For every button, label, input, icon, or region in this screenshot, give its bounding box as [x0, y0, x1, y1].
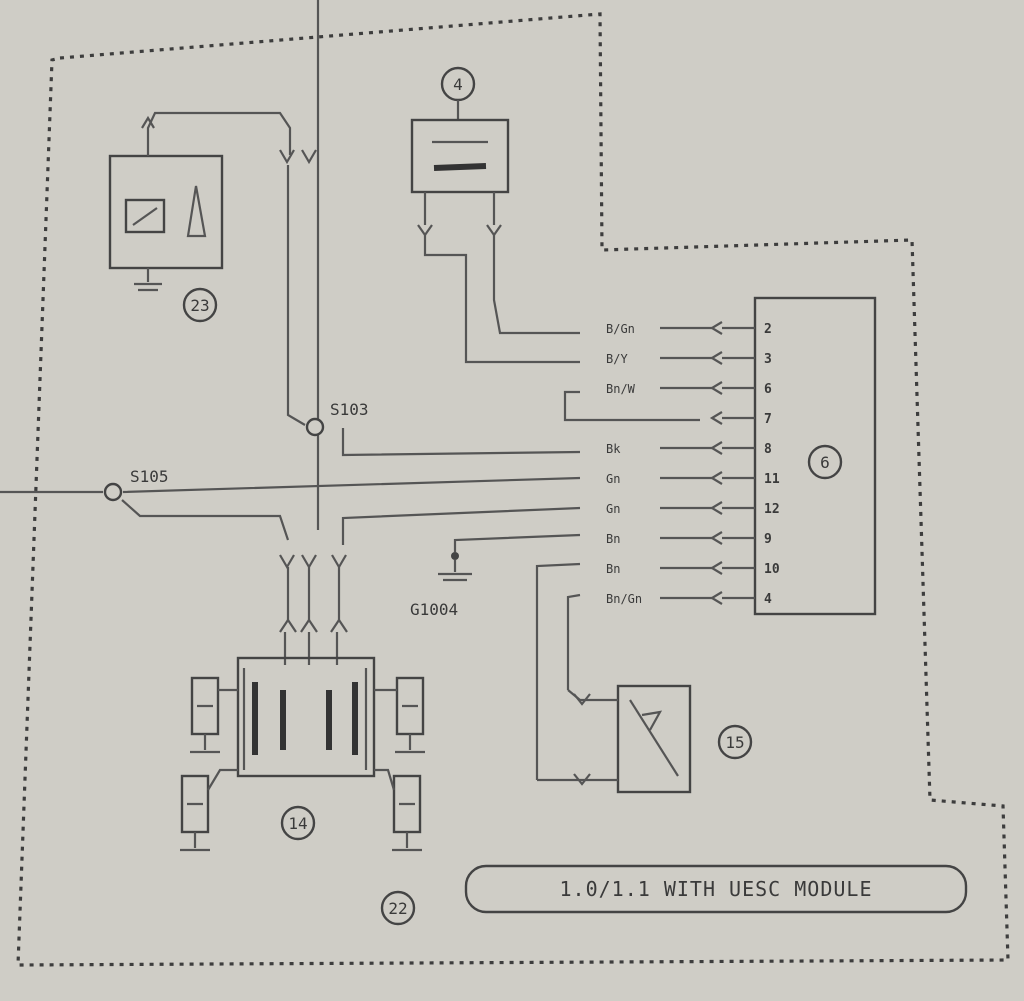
connector-pin-row[interactable]: Bk 8	[606, 441, 772, 457]
splice-s105-label: S105	[130, 467, 169, 486]
wire-15-to-pin10	[535, 562, 581, 780]
pin-terminal	[709, 441, 755, 455]
connector-bottom-pins	[279, 554, 347, 570]
callout-23-label: 23	[190, 296, 209, 315]
ground-g1004: G1004	[410, 552, 472, 619]
connector-top-pins	[279, 149, 317, 165]
wire-color-label: Gn	[606, 472, 620, 486]
callout-23	[182, 287, 218, 323]
connector-pin-row[interactable]: Gn 11	[606, 471, 780, 487]
wire-vertical-main	[286, 158, 320, 530]
connector-pin-row[interactable]: Bn/Gn 4	[606, 591, 772, 607]
connector-pin-row[interactable]: Bn/W 6	[606, 381, 772, 397]
connector-pin-row[interactable]: Gn 12	[606, 501, 780, 517]
component-6-connector: 6	[753, 296, 877, 616]
wire-color-label: Bn/W	[606, 382, 636, 396]
connector-pin-row[interactable]: B/Gn 2	[606, 321, 772, 337]
splice-s103-label: S103	[330, 400, 369, 419]
wire-15-to-pin4	[566, 593, 581, 690]
wire-color-label: Bn/Gn	[606, 592, 642, 606]
pin-number: 2	[764, 322, 772, 337]
wire-4-to-pin3	[423, 235, 580, 364]
pin-number: 9	[764, 532, 772, 547]
pin-terminal	[709, 561, 755, 575]
callout-15-label: 15	[725, 733, 744, 752]
module-label-box: 1.0/1.1 WITH UESC MODULE	[464, 864, 968, 914]
wire-s105-horizontal	[0, 476, 581, 494]
pin-number: 8	[764, 442, 772, 457]
callout-14-label: 14	[288, 814, 307, 833]
splice-s105[interactable]	[103, 482, 123, 502]
pin-number: 4	[764, 592, 772, 607]
splice-s103[interactable]	[305, 417, 325, 437]
wire-color-label: Bn	[606, 532, 620, 546]
pin-number: 7	[764, 412, 772, 427]
callout-14	[280, 805, 316, 841]
pin-terminal	[709, 591, 755, 605]
wire-s105-down	[121, 499, 290, 541]
callout-15	[717, 724, 753, 760]
module-label: 1.0/1.1 WITH UESC MODULE	[560, 877, 873, 901]
wire-color-label: B/Y	[606, 352, 628, 366]
connector-pin-row[interactable]: 7	[709, 411, 772, 427]
wire-pin6-pin7-loop	[563, 390, 700, 422]
pin-terminal	[709, 321, 755, 335]
callout-4-label: 4	[453, 75, 463, 94]
connector-pin-row[interactable]: Bn 10	[606, 561, 780, 577]
callout-6	[807, 444, 843, 480]
wire-color-label: B/Gn	[606, 322, 635, 336]
pin-number: 6	[764, 382, 772, 397]
ground-g1004-label: G1004	[410, 600, 458, 619]
pin-number: 3	[764, 352, 772, 367]
pin-terminal	[709, 381, 755, 395]
wire-color-label: Bn	[606, 562, 620, 576]
pin-terminal	[709, 471, 755, 485]
wire-color-label: Bk	[606, 442, 621, 456]
callout-22	[380, 890, 416, 926]
component-14: 14 22	[180, 554, 425, 926]
connector-pin-row[interactable]: B/Y 3	[606, 351, 772, 367]
wire-s103-to-pin8	[341, 428, 581, 457]
pin-terminal	[709, 411, 755, 425]
wire-color-label: Gn	[606, 502, 620, 516]
wire-ground-to-pin9	[453, 533, 581, 552]
pin-terminal	[709, 351, 755, 365]
connector-pin-row[interactable]: Bn 9	[606, 531, 772, 547]
wire-to-pin12	[341, 506, 581, 545]
pin-number: 12	[764, 502, 780, 517]
pin-number: 11	[764, 472, 780, 487]
wire-4-to-pin2	[492, 235, 580, 335]
pin-number: 10	[764, 562, 780, 577]
callout-22-label: 22	[388, 899, 407, 918]
component-15-sensor: 15	[537, 684, 753, 794]
callout-6-label: 6	[820, 453, 830, 472]
component-4: 4	[410, 66, 510, 237]
pin-terminal	[709, 501, 755, 515]
component-23-relay: 23	[108, 111, 292, 323]
pin-terminal	[709, 531, 755, 545]
